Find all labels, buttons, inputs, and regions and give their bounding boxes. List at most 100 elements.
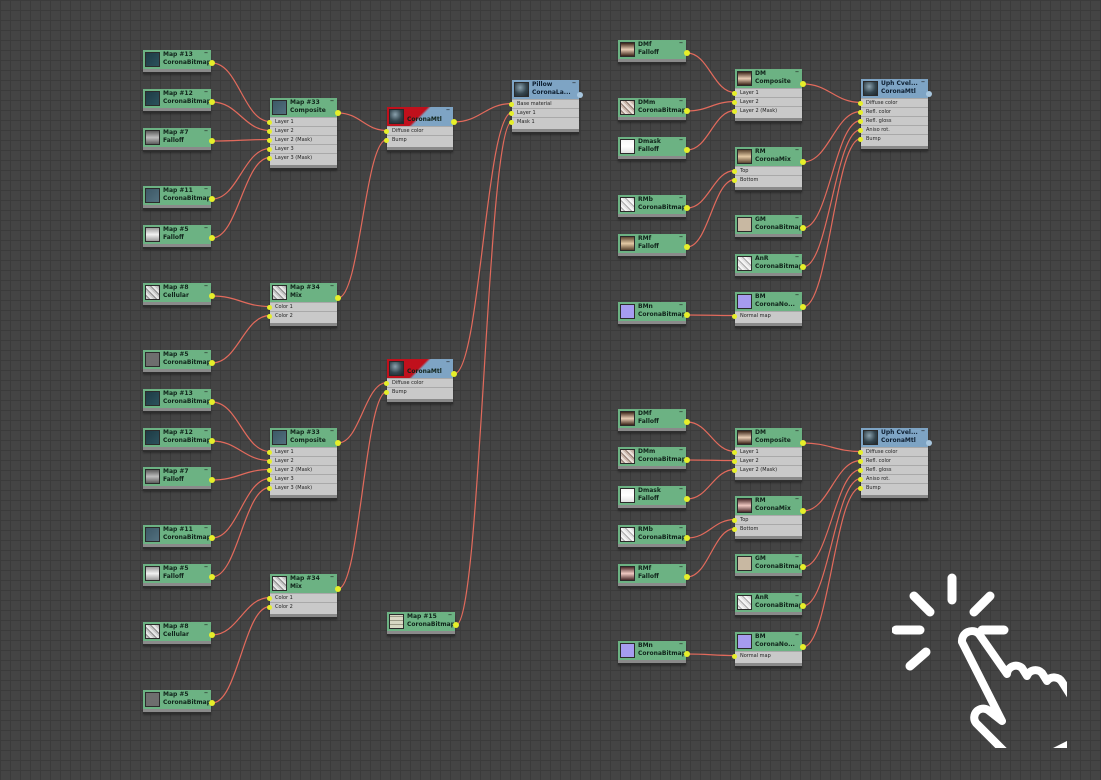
minimize-icon[interactable]: – [795, 213, 799, 222]
input-slot[interactable]: Color 1 [267, 302, 337, 311]
wire[interactable] [802, 468, 862, 568]
input-port-icon[interactable] [732, 654, 737, 659]
minimize-icon[interactable]: – [446, 105, 450, 114]
output-port-icon[interactable] [800, 508, 806, 514]
minimize-icon[interactable]: – [795, 591, 799, 600]
input-port-icon[interactable] [858, 137, 863, 142]
output-port-icon[interactable] [209, 438, 215, 444]
minimize-icon[interactable]: – [204, 223, 208, 232]
minimize-icon[interactable]: – [795, 145, 799, 154]
wire[interactable] [337, 138, 388, 299]
output-port-icon[interactable] [800, 159, 806, 165]
input-port-icon[interactable] [267, 596, 272, 601]
wire[interactable] [802, 442, 862, 453]
input-port-icon[interactable] [858, 110, 863, 115]
input-port-icon[interactable] [858, 450, 863, 455]
wire[interactable] [686, 653, 736, 657]
output-port-icon[interactable] [209, 196, 215, 202]
input-port-icon[interactable] [267, 477, 272, 482]
input-slot[interactable]: Normal map [732, 651, 802, 660]
minimize-icon[interactable]: – [204, 620, 208, 629]
minimize-icon[interactable]: – [679, 639, 683, 648]
output-port-icon[interactable] [451, 119, 457, 125]
minimize-icon[interactable]: – [204, 87, 208, 96]
wire[interactable] [802, 137, 862, 308]
input-port-icon[interactable] [384, 129, 389, 134]
wire[interactable] [337, 390, 388, 590]
input-slot[interactable]: Color 1 [267, 593, 337, 602]
minimize-icon[interactable]: – [204, 126, 208, 135]
wire[interactable] [686, 314, 736, 317]
output-port-icon[interactable] [209, 138, 215, 144]
input-slot[interactable]: Top [732, 166, 802, 175]
minimize-icon[interactable]: – [795, 494, 799, 503]
minimize-icon[interactable]: – [679, 193, 683, 202]
input-port-icon[interactable] [732, 459, 737, 464]
output-port-icon[interactable] [684, 312, 690, 318]
output-port-icon[interactable] [684, 535, 690, 541]
wire[interactable] [211, 486, 271, 578]
output-port-icon[interactable] [800, 225, 806, 231]
input-port-icon[interactable] [267, 120, 272, 125]
minimize-icon[interactable]: – [330, 96, 334, 105]
input-port-icon[interactable] [384, 138, 389, 143]
node-header[interactable]: CoronaMtl– [387, 105, 453, 126]
wire[interactable] [686, 421, 736, 453]
output-port-icon[interactable] [684, 205, 690, 211]
wire[interactable] [453, 102, 513, 123]
output-port-icon[interactable] [335, 586, 341, 592]
input-slot[interactable]: Layer 2 [732, 456, 802, 465]
input-port-icon[interactable] [384, 381, 389, 386]
input-port-icon[interactable] [858, 486, 863, 491]
minimize-icon[interactable]: – [330, 281, 334, 290]
wire[interactable] [337, 381, 388, 444]
minimize-icon[interactable]: – [204, 562, 208, 571]
wire[interactable] [686, 109, 736, 151]
input-slot[interactable]: Color 2 [267, 311, 337, 320]
output-port-icon[interactable] [209, 293, 215, 299]
wire[interactable] [686, 100, 736, 112]
output-port-icon[interactable] [684, 651, 690, 657]
minimize-icon[interactable]: – [204, 387, 208, 396]
input-port-icon[interactable] [732, 450, 737, 455]
output-port-icon[interactable] [684, 147, 690, 153]
input-slot[interactable]: Bump [384, 135, 453, 144]
input-port-icon[interactable] [858, 468, 863, 473]
output-port-icon[interactable] [800, 603, 806, 609]
wire[interactable] [211, 477, 271, 539]
wire[interactable] [802, 110, 862, 163]
input-slot[interactable]: Layer 2 [732, 97, 802, 106]
input-slot[interactable]: Diffuse color [858, 447, 928, 456]
wire[interactable] [211, 295, 271, 308]
minimize-icon[interactable]: – [204, 523, 208, 532]
input-slot[interactable]: Layer 2 [267, 126, 337, 135]
input-port-icon[interactable] [509, 120, 514, 125]
output-port-icon[interactable] [800, 564, 806, 570]
minimize-icon[interactable]: – [679, 135, 683, 144]
output-port-icon[interactable] [209, 700, 215, 706]
wire[interactable] [211, 440, 271, 462]
minimize-icon[interactable]: – [679, 232, 683, 241]
output-port-icon[interactable] [451, 371, 457, 377]
